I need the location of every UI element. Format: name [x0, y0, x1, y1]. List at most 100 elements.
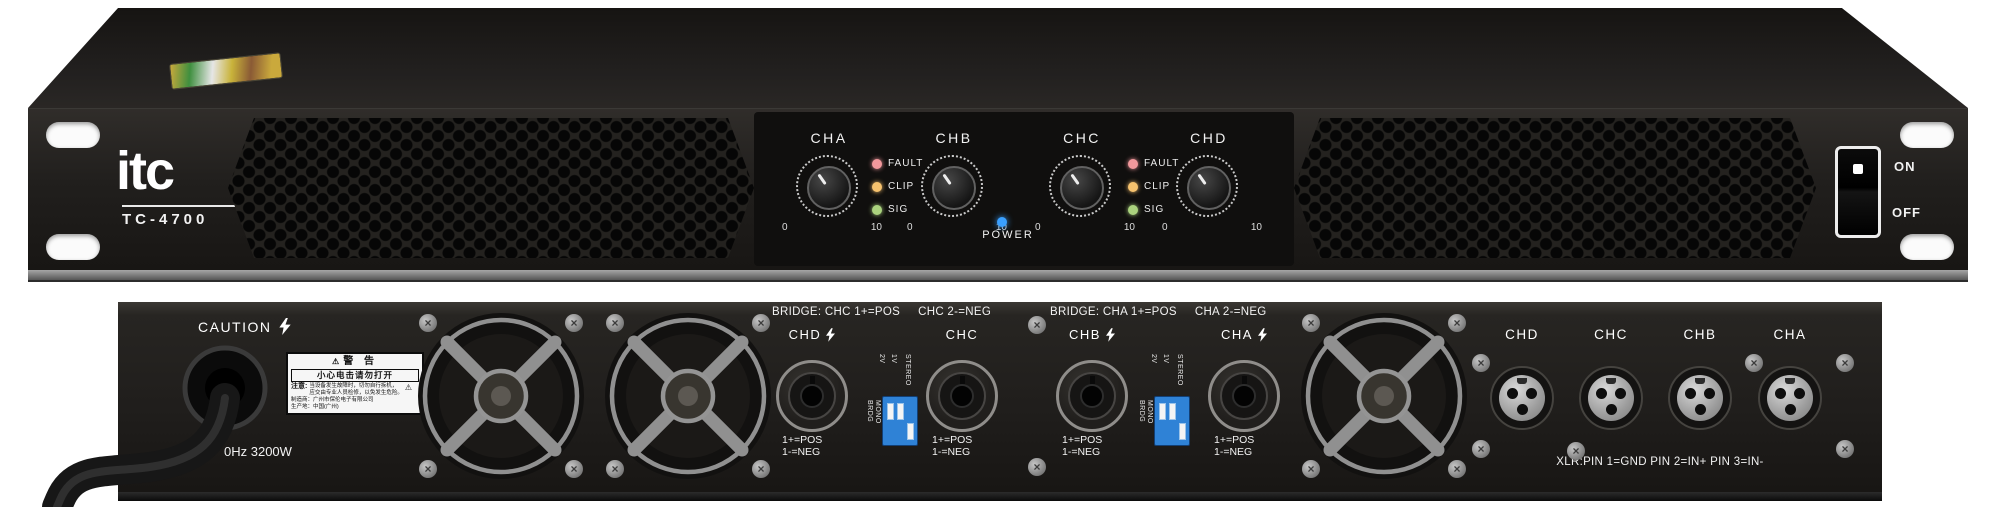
wiring-label: 1+=POS 1-=NEG [932, 434, 972, 458]
knob-scale-max: 10 [1250, 222, 1262, 233]
dip-switch[interactable] [1169, 403, 1176, 420]
xlr-pin-hole [1694, 404, 1706, 415]
lightning-icon [1105, 327, 1115, 342]
knob-scale-max: 10 [1123, 222, 1135, 233]
signal-led [872, 204, 882, 215]
gain-knob-chb[interactable] [932, 166, 976, 210]
screw-icon: × [1028, 316, 1046, 334]
origin-label: 生产地：中国(广州) [291, 404, 339, 411]
power-switch-indicator [1853, 164, 1863, 174]
screw-icon: × [1028, 458, 1046, 476]
gain-knob-chd[interactable] [1187, 166, 1231, 210]
caution-text: CAUTION [198, 318, 272, 335]
gain-knob-cha[interactable] [807, 166, 851, 210]
rack-ear-slot [1900, 122, 1954, 148]
knob-scale-min: 0 [1162, 222, 1168, 233]
xlr-pin-hole [1784, 404, 1796, 415]
speakon-keyway [959, 376, 965, 384]
led-group-2: FAULT CLIP SIG [1128, 152, 1214, 221]
wiring-neg: 1-=NEG [782, 446, 821, 458]
dip-switch[interactable] [887, 403, 894, 420]
dip-switch[interactable] [1179, 423, 1186, 440]
speakon-label-chb: CHB [1047, 327, 1137, 342]
xlr-face [1499, 375, 1545, 421]
rear-bottom-edge [118, 492, 1882, 501]
dip-switch[interactable] [907, 423, 914, 440]
xlr-pin-hole [1596, 388, 1607, 399]
clip-led [1128, 181, 1138, 192]
speakon-label-text: CHB [1069, 327, 1101, 342]
speakon-label-text: CHC [945, 327, 979, 342]
xlr-connector-chd [1490, 366, 1554, 430]
knob-dot-ring [921, 155, 983, 217]
wiring-pos: 1+=POS [1062, 434, 1103, 446]
dip-switch-block[interactable] [1154, 396, 1190, 446]
channel-group-chd: CHD 0 10 [1154, 130, 1264, 262]
bridge-label-chc: BRIDGE: CHC 1+=POS CHC 2-=NEG [772, 306, 991, 318]
brand-underline [122, 205, 264, 207]
lightning-icon [826, 327, 836, 342]
channel-label: CHA [810, 130, 848, 146]
bridge-label-cha: BRIDGE: CHA 1+=POS CHA 2-=NEG [1050, 306, 1267, 318]
power-rating-label: 0Hz 3200W [224, 444, 292, 459]
wiring-neg: 1-=NEG [1062, 446, 1101, 458]
knob-scale-min: 0 [907, 222, 913, 233]
speakon-keyway [1089, 376, 1095, 384]
xlr-latch-slot [1517, 378, 1527, 384]
screw-icon: × [1567, 442, 1585, 460]
bridge-text: CHC 2-=NEG [918, 306, 992, 318]
screw-icon: × [419, 460, 437, 478]
speakon-keyway [809, 376, 815, 384]
xlr-latch-slot [1695, 378, 1705, 384]
speakon-connector-cha [1208, 360, 1280, 432]
signal-led-label: SIG [888, 204, 909, 215]
clip-led-label: CLIP [888, 181, 915, 192]
dip-label-mono: MONO [874, 400, 881, 424]
speakon-socket [1080, 384, 1104, 408]
knob-dot-ring [796, 155, 858, 217]
knob-dot-ring [1049, 155, 1111, 217]
xlr-connector-cha [1758, 366, 1822, 430]
caution-label: CAUTION [198, 318, 291, 335]
gain-knob-chc[interactable] [1060, 166, 1104, 210]
dip-label-brdg: BRDG [1138, 400, 1145, 423]
xlr-label-chc: CHC [1594, 327, 1628, 342]
signal-led [1128, 204, 1138, 215]
switch-on-label: ON [1894, 159, 1916, 174]
ventilation-grille-right [1294, 118, 1816, 258]
screw-icon: × [1302, 460, 1320, 478]
xlr-pin-hole [1775, 388, 1786, 399]
bridge-text: BRIDGE: CHC 1+=POS [772, 306, 901, 318]
screw-icon: × [1836, 440, 1854, 458]
screw-icon: × [1836, 354, 1854, 372]
speakon-label-text: CHA [1221, 327, 1253, 342]
xlr-pin-hole [1794, 388, 1805, 399]
xlr-pin-hole [1507, 388, 1518, 399]
wiring-pos: 1+=POS [1214, 434, 1255, 446]
manufacturer-label: 制造商：广州市保伦电子有限公司 [291, 396, 374, 403]
power-cord [42, 345, 268, 507]
xlr-pin-hole [1685, 388, 1696, 399]
dip-label-stereo: STEREO [1176, 354, 1183, 386]
xlr-pin-hole [1615, 388, 1626, 399]
dip-switch[interactable] [1159, 403, 1166, 420]
warning-shock-text: 小心电击请勿打开 [291, 368, 419, 383]
speakon-socket [800, 384, 824, 408]
wiring-pos: 1+=POS [932, 434, 973, 446]
dip-label-stereo: STEREO [904, 354, 911, 386]
knob-scale-min: 0 [782, 222, 788, 233]
knob-scale-max: 10 [870, 222, 882, 233]
fault-led [872, 158, 882, 169]
warning-note-line: 应交由专业人员检修，以免发生危险。 [309, 389, 403, 396]
dip-switch[interactable] [897, 403, 904, 420]
wiring-label: 1+=POS 1-=NEG [782, 434, 822, 458]
power-switch[interactable] [1835, 146, 1881, 238]
speakon-label-text: CHD [788, 327, 822, 342]
dip-switch-block[interactable] [882, 396, 918, 446]
lightning-icon [278, 318, 291, 335]
xlr-connector-chb [1668, 366, 1732, 430]
power-led [997, 217, 1007, 227]
lightning-icon [1257, 327, 1267, 342]
model-label: TC-4700 [122, 211, 209, 228]
